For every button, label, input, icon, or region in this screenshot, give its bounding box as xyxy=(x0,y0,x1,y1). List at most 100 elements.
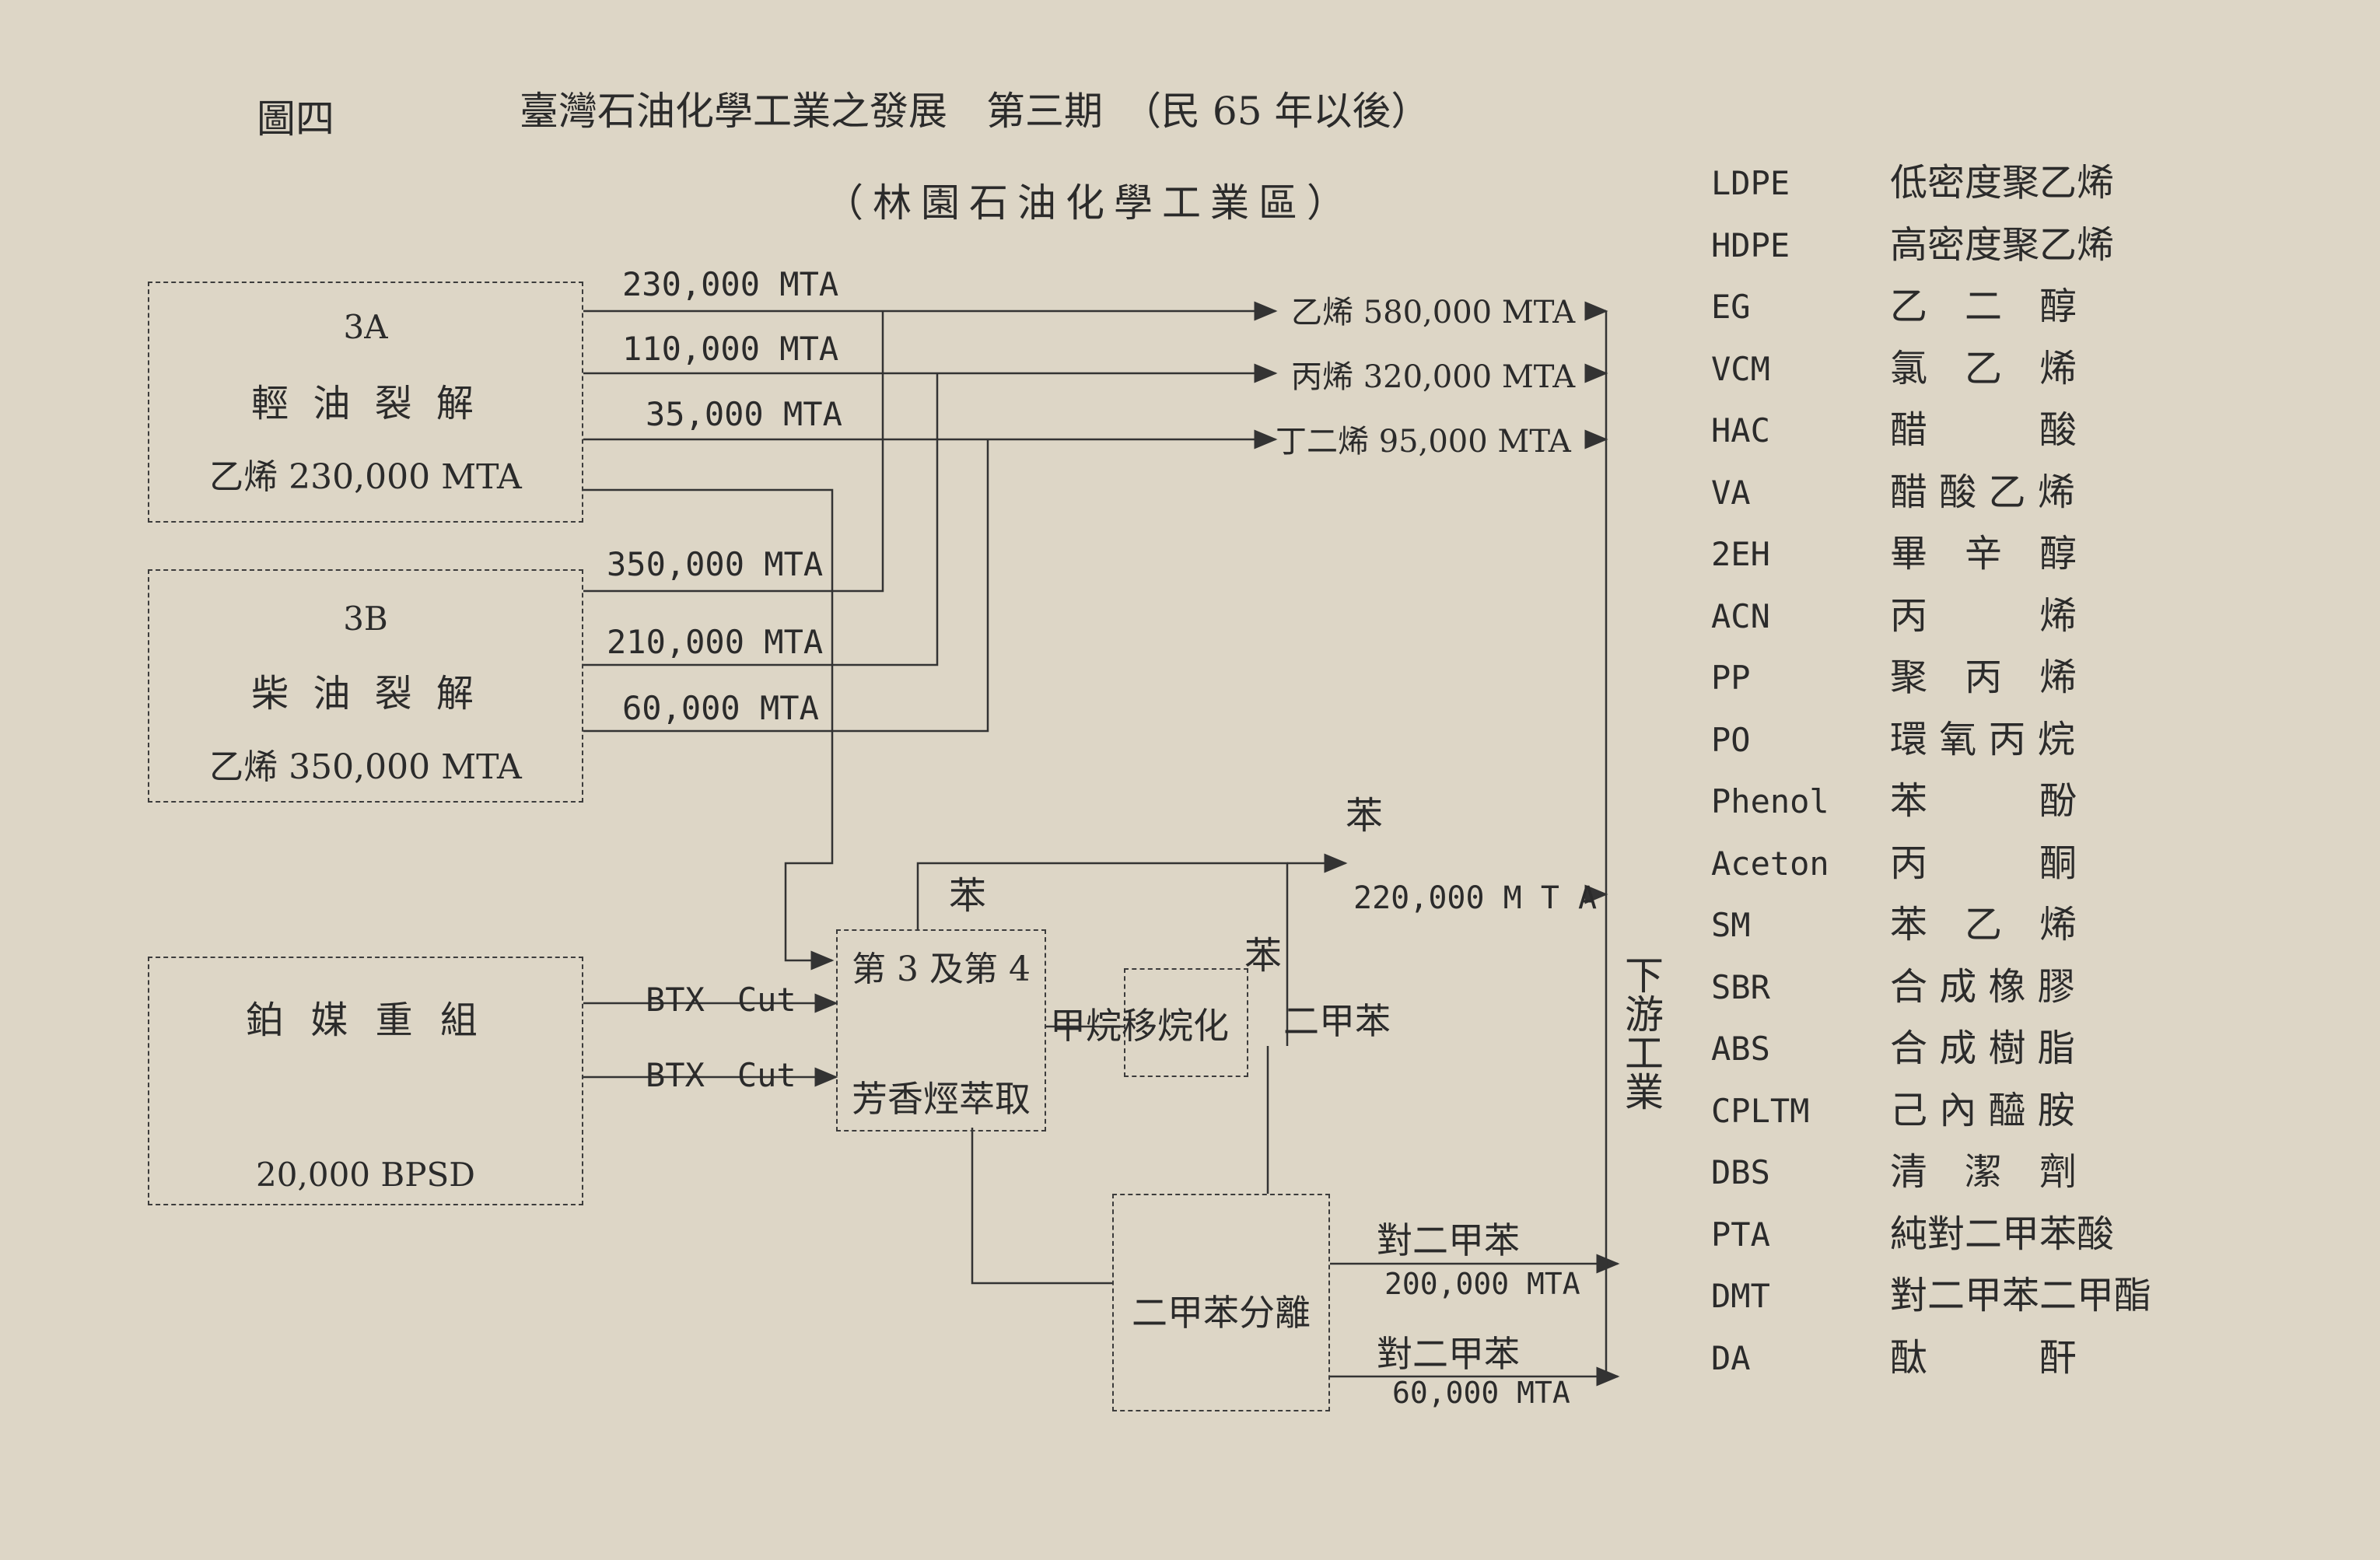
flow-benzene-a: 苯 xyxy=(949,874,987,918)
flow-3b-2: 210,000 MTA xyxy=(607,623,824,661)
legend-abbr: SBR xyxy=(1711,967,1770,1006)
unit-3b-box xyxy=(148,569,583,803)
legend-abbr: SM xyxy=(1711,906,1751,944)
legend-name: 醋 酸 乙 烯 xyxy=(1890,470,2075,514)
legend-name: 對二甲苯二甲酯 xyxy=(1890,1274,2152,1317)
page-title: 臺灣石油化學工業之發展 第三期 （民 65 年以後） xyxy=(520,89,1430,134)
legend-abbr: VCM xyxy=(1711,349,1770,388)
legend-name: 己 內 醯 胺 xyxy=(1890,1088,2075,1132)
legend-abbr: DMT xyxy=(1711,1277,1770,1315)
product-propylene: 丙烯 320,000 MTA xyxy=(1291,359,1576,395)
product-benzene: 苯 xyxy=(1346,794,1384,838)
product-benzene-amount: 220,000 M T A xyxy=(1353,880,1598,916)
legend-name: 乙 二 醇 xyxy=(1890,285,2077,328)
flow-benzene-b: 苯 xyxy=(1244,934,1283,978)
legend-abbr: VA xyxy=(1711,473,1751,512)
legend-name: 畢 辛 醇 xyxy=(1890,532,2077,575)
legend-row: SM 苯 乙 烯 xyxy=(1711,903,2209,956)
flow-btx-1: BTX Cut xyxy=(646,981,796,1019)
extraction-line2: 芳香烴萃取 xyxy=(852,1078,1031,1120)
legend-abbr: CPLTM xyxy=(1711,1091,1810,1130)
legend-abbr: HAC xyxy=(1711,411,1770,449)
product-px2-amount: 60,000 MTA xyxy=(1392,1376,1570,1410)
legend-name: 環 氧 丙 烷 xyxy=(1890,717,2075,761)
legend-name: 高密度聚乙烯 xyxy=(1890,222,2115,267)
figure-label: 圖四 xyxy=(257,96,334,142)
legend-row: EG 乙 二 醇 xyxy=(1711,285,2209,338)
legend-name: 丙 烯 xyxy=(1890,593,2077,638)
legend-name: 清 潔 劑 xyxy=(1890,1150,2077,1194)
legend-name: 合 成 樹 脂 xyxy=(1890,1027,2075,1070)
legend-row: Aceton 丙 酮 xyxy=(1711,841,2209,894)
unit-3a-code: 3A xyxy=(343,308,388,346)
flow-3a-1: 230,000 MTA xyxy=(622,265,839,303)
extraction-line1: 第 3 及第 4 xyxy=(852,950,1031,989)
legend-abbr: HDPE xyxy=(1711,226,1790,264)
legend-abbr: 2EH xyxy=(1711,535,1770,573)
unit-3b-code: 3B xyxy=(343,600,388,638)
legend-name: 氯 乙 烯 xyxy=(1890,346,2077,390)
product-px1: 對二甲苯 xyxy=(1377,1219,1520,1261)
legend-abbr: PP xyxy=(1711,659,1751,697)
legend-abbr: PTA xyxy=(1711,1215,1770,1254)
legend-name: 丙 酮 xyxy=(1890,841,2077,885)
product-butadiene: 丁二烯 95,000 MTA xyxy=(1276,424,1571,460)
legend-name: 苯 乙 烯 xyxy=(1890,903,2077,946)
legend-name: 酞 酐 xyxy=(1890,1335,2077,1380)
line-3b-butadiene xyxy=(583,439,989,733)
legend-abbr: DA xyxy=(1711,1338,1751,1377)
legend-row: Phenol 苯 酚 xyxy=(1711,779,2209,832)
legend-row: VA 醋 酸 乙 烯 xyxy=(1711,470,2209,523)
legend-row: PP 聚 丙 烯 xyxy=(1711,656,2209,708)
product-px1-amount: 200,000 MTA xyxy=(1384,1267,1580,1301)
legend-row: HDPE 高密度聚乙烯 xyxy=(1711,222,2209,276)
line-3b-propylene xyxy=(583,373,939,666)
line-extraction-to-sep xyxy=(971,1128,1112,1285)
unit-3a-box xyxy=(148,282,583,523)
line-benzene xyxy=(916,862,1289,1046)
unit-3a-capacity: 乙烯 230,000 MTA xyxy=(209,457,522,497)
product-ethylene: 乙烯 580,000 MTA xyxy=(1291,295,1576,331)
unit-3b-name: 柴 油 裂 解 xyxy=(251,672,480,715)
legend-row: DMT 對二甲苯二甲酯 xyxy=(1711,1274,2209,1327)
xylene-sep-name: 二甲苯分離 xyxy=(1132,1292,1311,1334)
flow-3a-2: 110,000 MTA xyxy=(622,330,839,368)
legend-name: 合 成 橡 膠 xyxy=(1890,964,2075,1009)
transalk-name: 甲烷移烷化 xyxy=(1050,1005,1229,1047)
legend-row: VCM 氯 乙 烯 xyxy=(1711,346,2209,400)
legend-row: LDPE 低密度聚乙烯 xyxy=(1711,161,2209,214)
flow-3b-3: 60,000 MTA xyxy=(622,689,819,727)
legend-row: 2EH 畢 辛 醇 xyxy=(1711,532,2209,585)
unit-3b-capacity: 乙烯 350,000 MTA xyxy=(209,747,522,787)
legend-row: DA 酞 酐 xyxy=(1711,1335,2209,1389)
reformer-capacity: 20,000 BPSD xyxy=(256,1156,475,1194)
unit-3a-name: 輕 油 裂 解 xyxy=(251,382,480,425)
legend-row: HAC 醋 酸 xyxy=(1711,408,2209,461)
downstream-label: 下游工業 xyxy=(1619,955,1664,1111)
legend-abbr: DBS xyxy=(1711,1153,1770,1191)
legend-name: 醋 酸 xyxy=(1890,408,2077,452)
legend-name: 純對二甲苯酸 xyxy=(1890,1212,2115,1256)
reformer-name: 鉑 媒 重 組 xyxy=(246,999,485,1042)
legend-abbr: LDPE xyxy=(1711,164,1790,202)
legend-row: ABS 合 成 樹 脂 xyxy=(1711,1027,2209,1079)
legend-name: 苯 酚 xyxy=(1890,779,2077,823)
legend-row: PTA 純對二甲苯酸 xyxy=(1711,1215,2209,1265)
legend-row: SBR 合 成 橡 膠 xyxy=(1711,964,2209,1018)
product-px2: 對二甲苯 xyxy=(1377,1333,1520,1375)
legend-abbr: EG xyxy=(1711,288,1751,326)
legend-abbr: Aceton xyxy=(1711,844,1829,883)
xylene-sep-box xyxy=(1112,1194,1330,1411)
legend-name: 聚 丙 烯 xyxy=(1890,656,2077,699)
line-3b-ethylene xyxy=(583,311,884,593)
legend-abbr: ABS xyxy=(1711,1030,1770,1068)
legend-row: CPLTM 己 內 醯 胺 xyxy=(1711,1088,2209,1142)
line-3a-extraction xyxy=(583,488,835,971)
legend-abbr: Phenol xyxy=(1711,782,1829,820)
extraction-box xyxy=(836,929,1046,1132)
legend-name: 低密度聚乙烯 xyxy=(1890,161,2115,205)
transalk-box xyxy=(1124,968,1248,1077)
flow-3b-1: 350,000 MTA xyxy=(607,545,824,583)
